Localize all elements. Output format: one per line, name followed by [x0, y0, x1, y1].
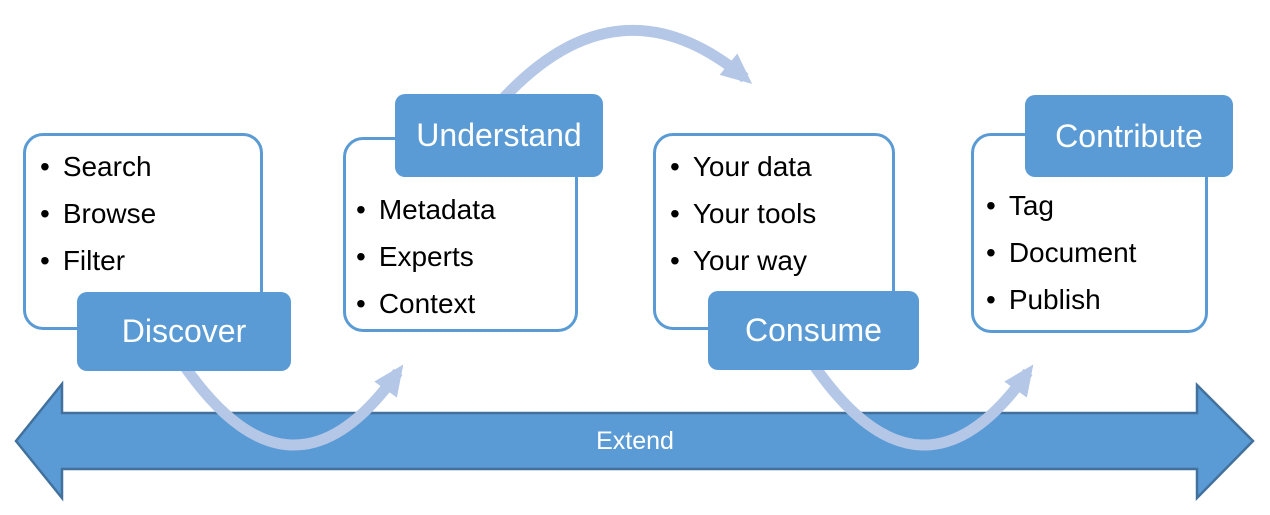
stage-badge-understand: Understand	[395, 94, 603, 177]
bullet-item: Document	[986, 229, 1205, 276]
bullet-item: Your tools	[670, 190, 892, 237]
bullet-item: Context	[356, 280, 575, 327]
bullet-item: Your data	[670, 143, 892, 190]
bullet-list: Metadata Experts Context	[356, 186, 575, 327]
bullet-list: Tag Document Publish	[986, 182, 1205, 323]
extend-arrow-label: Extend	[596, 426, 674, 455]
bullet-item: Browse	[40, 190, 260, 237]
bullet-list: Search Browse Filter	[40, 143, 260, 284]
connector-arc-discover-understand	[178, 360, 404, 451]
bullet-list: Your data Your tools Your way	[670, 143, 892, 284]
bullet-item: Filter	[40, 237, 260, 284]
bullet-item: Metadata	[356, 186, 575, 233]
bullet-item: Publish	[986, 276, 1205, 323]
bullet-item: Tag	[986, 182, 1205, 229]
bullet-item: Search	[40, 143, 260, 190]
stage-badge-discover: Discover	[77, 292, 291, 371]
connector-arc-consume-contribute	[808, 360, 1034, 451]
connector-arc-understand-consume	[495, 24, 753, 106]
bullet-item: Experts	[356, 233, 575, 280]
extend-arrow	[14, 380, 1255, 502]
stage-badge-contribute: Contribute	[1025, 95, 1233, 177]
bullet-item: Your way	[670, 237, 892, 284]
stage-badge-consume: Consume	[708, 291, 919, 370]
